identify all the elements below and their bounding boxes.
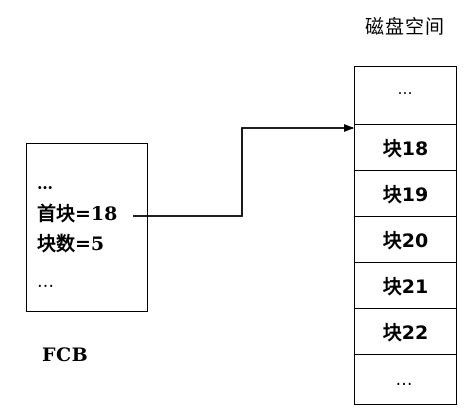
disk-space-title: 磁盘空间	[364, 16, 445, 38]
disk-block-label: …	[397, 80, 414, 98]
disk-block-label: 块22	[382, 322, 429, 344]
disk-block-label: 块21	[382, 276, 429, 298]
disk-block-22: 块22	[354, 309, 457, 355]
disk-block-label: 块19	[382, 184, 429, 206]
disk-block-20: 块20	[354, 217, 457, 263]
disk-block-label: 块20	[382, 230, 429, 252]
disk-block-label: 块18	[382, 138, 429, 160]
disk-block-ellipsis-bottom: …	[354, 355, 457, 405]
fcb-box	[26, 143, 148, 312]
disk-block-18: 块18	[354, 125, 457, 171]
fcb-caption: FCB	[42, 344, 89, 366]
disk-block-21: 块21	[354, 263, 457, 309]
fcb-ellipsis-top: …	[37, 174, 54, 193]
fcb-block-count-field: 块数=5	[37, 233, 105, 255]
disk-block-label: …	[395, 369, 416, 390]
disk-block-19: 块19	[354, 171, 457, 217]
arrow-line	[133, 124, 354, 217]
disk-block-ellipsis-top: …	[354, 66, 457, 125]
fcb-first-block-field: 首块=18	[37, 203, 118, 225]
fcb-ellipsis-bottom: …	[37, 272, 57, 292]
